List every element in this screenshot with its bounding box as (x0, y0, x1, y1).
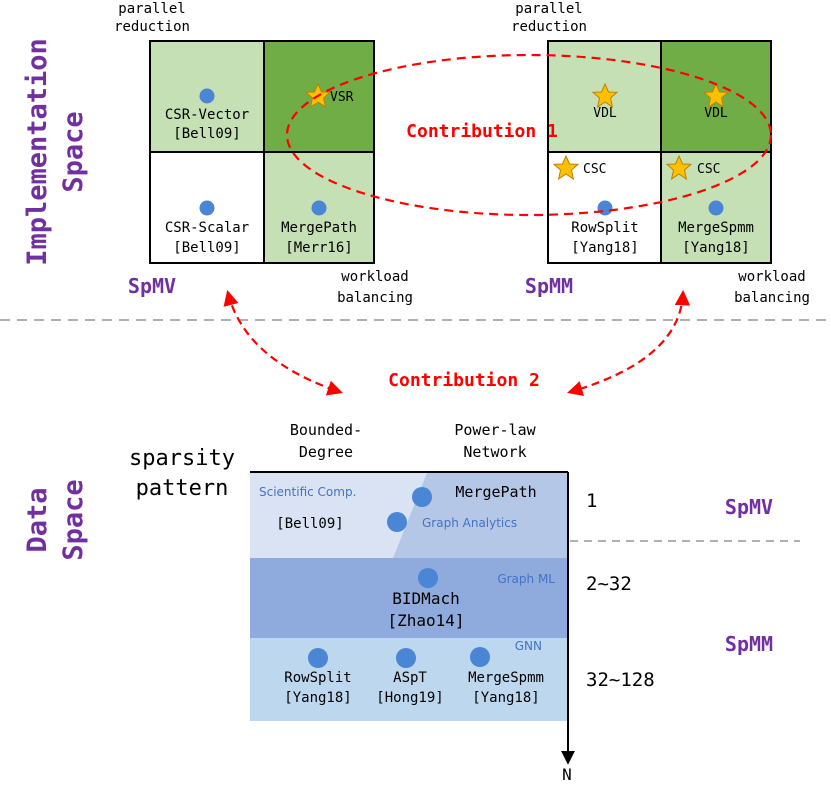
mergepath-label: MergePath (281, 220, 357, 236)
y-title-2: pattern (136, 476, 229, 501)
y-title-1: sparsity (129, 446, 235, 471)
mergespmm-cite: [Yang18] (682, 240, 749, 256)
csr-vector-cite: [Bell09] (173, 126, 240, 142)
vdl-left-label: VDL (593, 106, 617, 121)
bidmach-label: BIDMach (392, 589, 459, 608)
csr-scalar-label: CSR-Scalar (165, 220, 249, 236)
bidmach-dot (418, 568, 438, 588)
mergespmm-dot (708, 200, 724, 216)
n-axis-label: N (562, 765, 572, 784)
rowsplit-label: RowSplit (571, 220, 638, 236)
spmv-grid: parallel reduction CSR-Vector [Bell09] V… (114, 1, 413, 306)
mergepath-data-dot (412, 487, 432, 507)
mergespmm-data-label: MergeSpmm (468, 670, 544, 686)
rowsplit-dot (597, 200, 613, 216)
aspt-label: ASpT (393, 670, 427, 686)
spmm-grid-name: SpMM (525, 274, 573, 298)
spmm-axis-right-2: balancing (734, 290, 810, 306)
svg-text:Space: Space (58, 111, 89, 192)
spmm-axis-top-1: parallel (515, 1, 582, 17)
mergepath-dot (311, 200, 327, 216)
csc-right-label: CSC (697, 162, 720, 177)
contribution-1-ellipse (285, 53, 773, 217)
graph-analytics-tag: Graph Analytics (422, 516, 517, 530)
csr-vector-dot (199, 88, 215, 104)
aspt-cite: [Hong19] (376, 690, 443, 706)
data-spmv-label: SpMV (725, 495, 773, 519)
spmv-axis-right-1: workload (341, 269, 408, 285)
spmv-grid-name: SpMV (128, 274, 176, 298)
col-powerlaw-2: Network (463, 443, 526, 461)
col-powerlaw-1: Power-law (454, 421, 536, 439)
graph-ml-tag: Graph ML (497, 572, 555, 586)
rowsplit-data-cite: [Yang18] (284, 690, 351, 706)
band-row-1-graph (393, 473, 568, 558)
data-space-chart: Bounded- Degree Power-law Network sparsi… (129, 421, 800, 784)
svg-text:Data: Data (22, 487, 53, 552)
spmv-axis-right-2: balancing (337, 290, 413, 306)
spmm-axis-right-1: workload (738, 269, 805, 285)
spmm-axis-top-2: reduction (511, 19, 587, 35)
implementation-space-label: Implementation Space (22, 38, 89, 266)
mergespmm-data-cite: [Yang18] (472, 690, 539, 706)
band-row-2 (250, 558, 568, 638)
zhao14-label: [Zhao14] (387, 611, 464, 630)
bell09-label: [Bell09] (276, 516, 343, 532)
mergepath-data-label: MergePath (455, 483, 536, 501)
csr-scalar-cite: [Bell09] (173, 240, 240, 256)
vdl-right-label: VDL (704, 106, 728, 121)
col-bounded-2: Degree (299, 443, 353, 461)
mergespmm-data-dot (470, 647, 490, 667)
aspt-dot (396, 648, 416, 668)
svg-text:Space: Space (58, 479, 89, 560)
rowsplit-data-label: RowSplit (284, 670, 351, 686)
contribution-1-label: Contribution 1 (406, 121, 558, 142)
csr-vector-label: CSR-Vector (165, 107, 249, 123)
csc-left-label: CSC (583, 162, 606, 177)
contribution-2-left-arrow (223, 290, 343, 396)
svg-text:Implementation: Implementation (22, 38, 53, 266)
data-space-label: Data Space (22, 479, 89, 560)
value-row-1: 1 (586, 490, 597, 512)
value-row-3: 32~128 (586, 669, 655, 691)
col-bounded-1: Bounded- (290, 421, 362, 439)
csr-scalar-dot (199, 200, 215, 216)
rowsplit-cite: [Yang18] (571, 240, 638, 256)
spmm-grid: parallel reduction VDL VDL CSC CSC RowSp… (511, 1, 810, 306)
vsr-label: VSR (330, 90, 354, 105)
data-spmm-label: SpMM (725, 632, 773, 656)
spmv-axis-top-1: parallel (118, 1, 185, 17)
graph-analytics-dot (387, 512, 407, 532)
contribution-2-right-arrow (567, 289, 691, 396)
gnn-tag: GNN (515, 639, 542, 653)
mergepath-cite: [Merr16] (285, 240, 352, 256)
contribution-2-label: Contribution 2 (388, 370, 540, 391)
mergespmm-label: MergeSpmm (678, 220, 754, 236)
value-row-2: 2~32 (586, 573, 632, 595)
rowsplit-data-dot (308, 648, 328, 668)
spmv-axis-top-2: reduction (114, 19, 190, 35)
scientific-comp-tag: Scientific Comp. (259, 485, 356, 499)
